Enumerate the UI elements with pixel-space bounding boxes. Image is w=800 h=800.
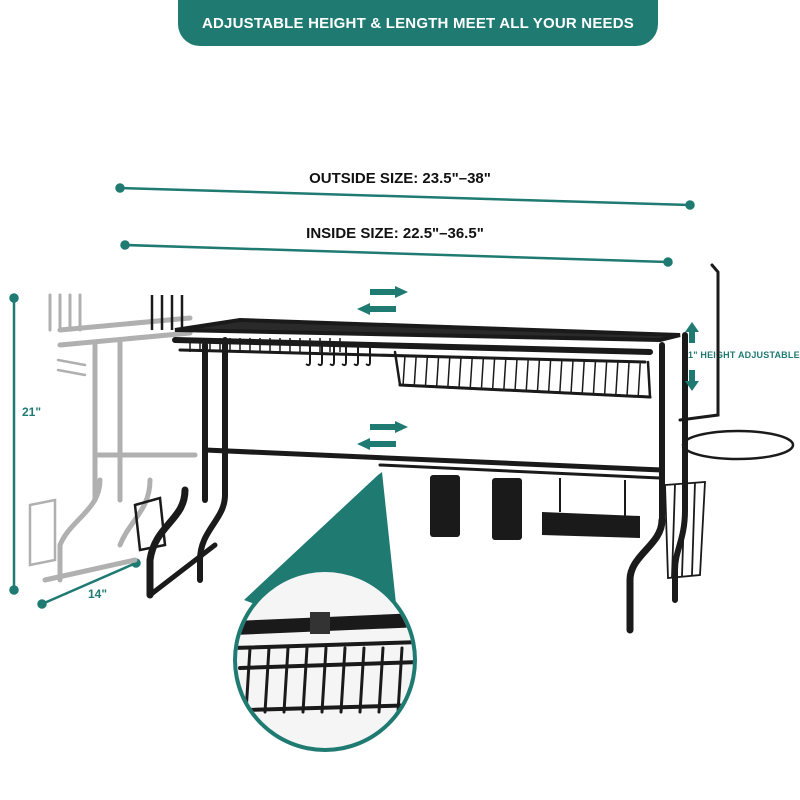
utensil-cups: [430, 475, 522, 540]
double-arrow-icon: [357, 421, 408, 450]
depth-dimension-line: [37, 558, 141, 609]
sponge-tray: [542, 478, 640, 538]
depth-label: 14": [88, 587, 108, 601]
inside-dimension-line: [120, 240, 673, 267]
zoom-callout: [233, 472, 417, 752]
ghost-rack: [28, 293, 198, 583]
down-arrow-icon: [685, 370, 699, 391]
dish-rack: [146, 263, 720, 634]
board-holder: [133, 295, 184, 552]
hook-row: [189, 338, 371, 367]
outside-dimension-line: [115, 183, 695, 210]
double-arrow-icon: [357, 286, 408, 315]
basket-slats: [402, 354, 641, 397]
height-dimension-line: [9, 293, 19, 595]
height-label: 21": [22, 405, 42, 419]
outside-size-label: OUTSIDE SIZE: 23.5"–38": [309, 170, 491, 187]
header-banner: ADJUSTABLE HEIGHT & LENGTH MEET ALL YOUR…: [178, 0, 658, 46]
inside-size-label: INSIDE SIZE: 22.5"–36.5": [306, 225, 484, 242]
side-board-rack: [664, 481, 706, 579]
lid-holder: [681, 429, 795, 461]
height-adjust-label: 1" HEIGHT ADJUSTABLE: [688, 350, 800, 360]
up-arrow-icon: [685, 322, 699, 343]
banner-title: ADJUSTABLE HEIGHT & LENGTH MEET ALL YOUR…: [201, 14, 634, 32]
